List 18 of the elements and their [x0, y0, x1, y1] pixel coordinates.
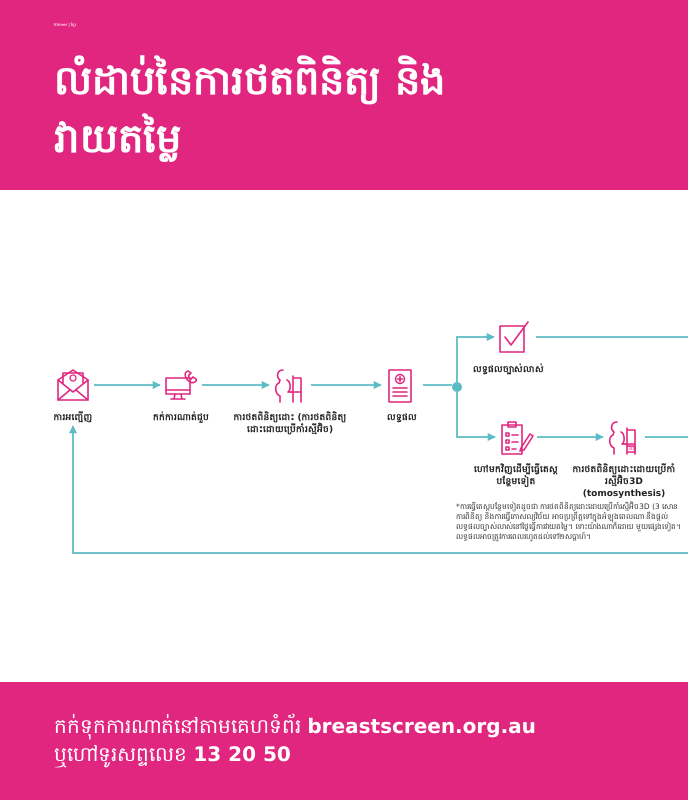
step-label: ហៅមកវិញដើម្បីធ្វើតេស្តបន្ថែមទៀត	[473, 464, 559, 488]
step-label: ការថតពិនិត្យដោះ (ការថតពិនិត្យដោះដោយប្រើកាំរស្មីអ៊ិច)	[232, 412, 348, 436]
connector-arrow	[537, 432, 604, 442]
step-label: លទ្ធផល	[386, 412, 418, 424]
connector-arrow	[456, 392, 496, 442]
footer-text: ឬហៅទូរសព្ទលេខ 13 20 50	[54, 741, 291, 768]
connector-arrow	[456, 332, 495, 382]
footer-text: កក់ទុកការណាត់នៅតាមគេហទំព័រ breastscreen.org.au	[54, 712, 536, 740]
step-label: ការអញ្ជើញ	[52, 412, 94, 424]
junction-dot	[452, 382, 462, 392]
connector-arrow	[68, 425, 688, 554]
step-label: ការថតពិនិត្យដោះដោយប្រើកាំរស្មីអ៊ិច3D (tomosynthesis)	[572, 464, 676, 500]
title: លំដាប់នៃការថតពិនិត្យ និងវាយតម្លៃ	[54, 52, 454, 168]
connector-arrow	[311, 380, 382, 390]
step-label: កក់ការណាត់ជួប	[152, 412, 210, 424]
connector-arrow	[94, 380, 161, 390]
connector-arrow	[202, 380, 270, 390]
step-label: លទ្ធផលច្បាស់លាស់	[473, 364, 545, 376]
